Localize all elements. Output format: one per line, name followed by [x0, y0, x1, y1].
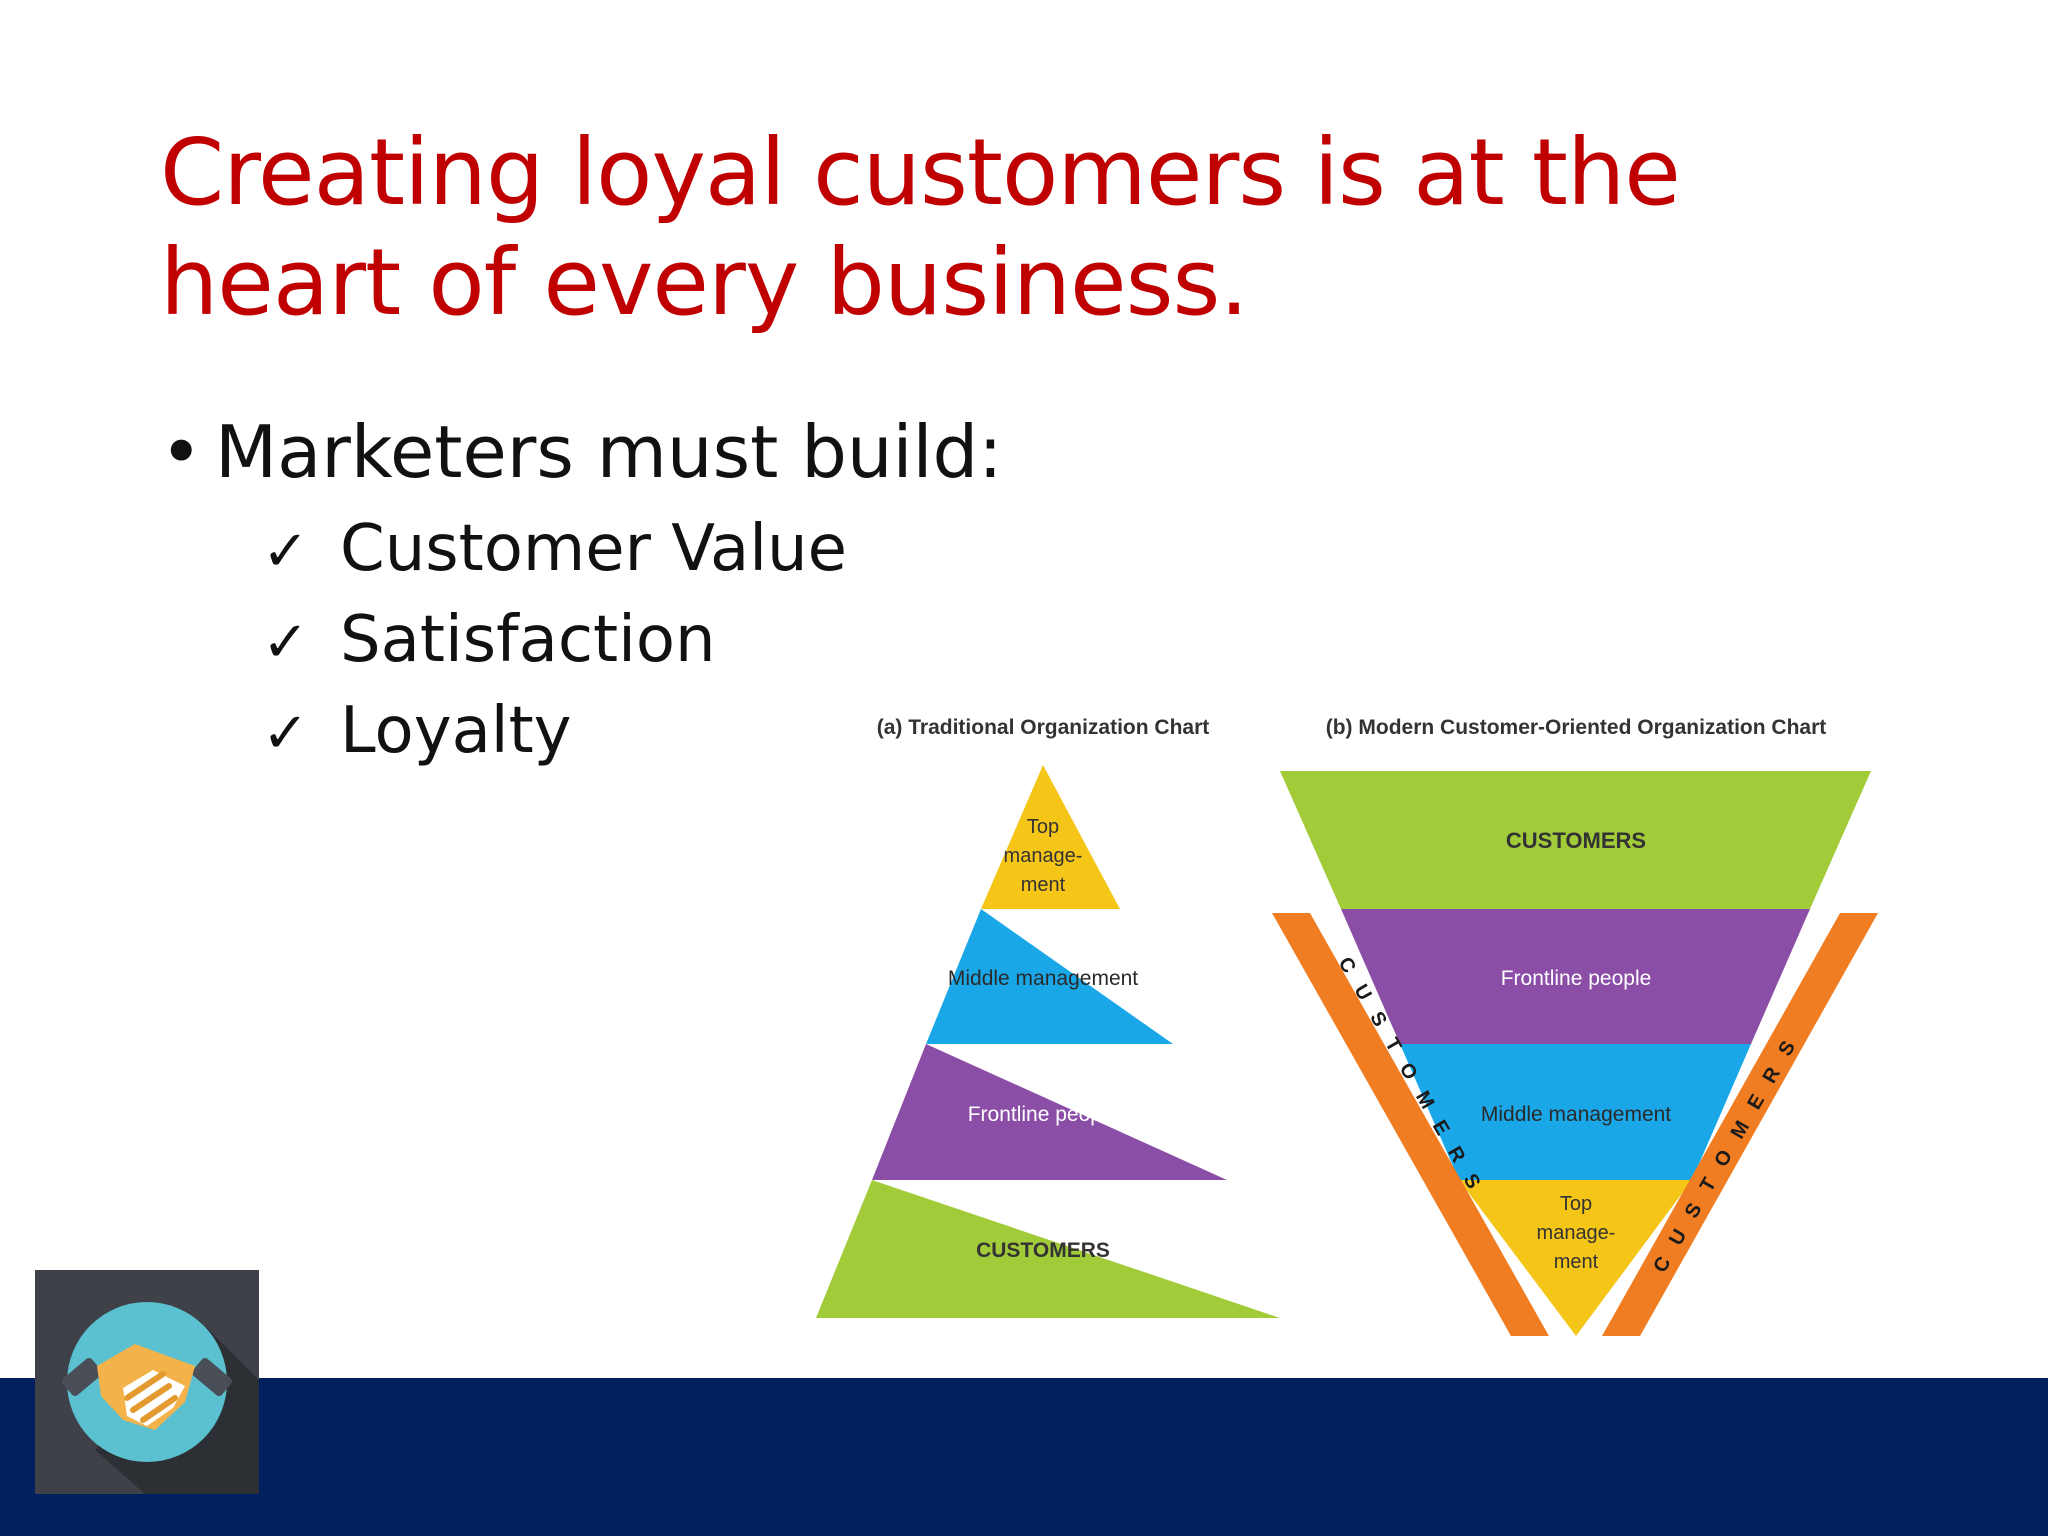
check-list: ✓ Customer Value ✓ Satisfaction ✓ Loyalty — [262, 505, 847, 778]
modern-layer-top-management — [1459, 1180, 1692, 1336]
modern-top-label-3: ment — [1554, 1251, 1599, 1273]
modern-layer-middle-management — [1400, 1044, 1751, 1180]
modern-middle-label: Middle management — [1481, 1103, 1671, 1126]
check-item-label: Satisfaction — [340, 603, 716, 677]
check-item-label: Loyalty — [340, 694, 572, 768]
traditional-layer-frontline-people — [872, 1044, 1227, 1180]
traditional-top-label-2: manage- — [1004, 845, 1083, 867]
logo-tile — [35, 1270, 259, 1494]
traditional-top-label-3: ment — [1021, 874, 1066, 896]
traditional-layer-middle-management — [926, 909, 1173, 1044]
modern-layer-customers — [1280, 771, 1871, 909]
check-item: ✓ Loyalty — [262, 687, 847, 778]
bullet-item: •Marketers must build: — [160, 410, 1003, 494]
modern-side-band-left — [1272, 913, 1549, 1336]
slide-title: Creating loyal customers is at the heart… — [160, 118, 1940, 338]
traditional-customers-label: CUSTOMERS — [976, 1239, 1110, 1262]
checkmark-icon: ✓ — [262, 519, 309, 584]
title-line-1: Creating loyal customers is at the — [160, 119, 1681, 226]
handshake-icon — [62, 1302, 259, 1494]
checkmark-icon: ✓ — [262, 610, 309, 675]
traditional-chart-heading: (a) Traditional Organization Chart — [877, 716, 1210, 739]
organization-charts-svg: (a) Traditional Organization Chart (b) M… — [816, 716, 1878, 1336]
modern-layer-frontline-people — [1341, 909, 1810, 1044]
traditional-middle-label: Middle management — [948, 967, 1138, 990]
checkmark-icon: ✓ — [262, 701, 309, 766]
modern-customers-label: CUSTOMERS — [1506, 828, 1646, 853]
modern-chart-heading: (b) Modern Customer-Oriented Organizatio… — [1326, 716, 1827, 739]
modern-side-band-right — [1602, 913, 1878, 1336]
organization-charts-diagram: (a) Traditional Organization Chart (b) M… — [720, 700, 1900, 1350]
check-item: ✓ Satisfaction — [262, 596, 847, 687]
traditional-layer-customers — [816, 1180, 1280, 1318]
modern-inverted-pyramid: CUSTOMERS Frontline people Middle manage… — [1272, 771, 1878, 1336]
traditional-pyramid: Top manage- ment Middle management Front… — [816, 765, 1280, 1318]
modern-top-label-2: manage- — [1537, 1222, 1616, 1244]
modern-frontline-label: Frontline people — [1501, 967, 1652, 990]
traditional-layer-top-management — [981, 765, 1120, 909]
traditional-frontline-label: Frontline people — [968, 1103, 1119, 1126]
title-line-2: heart of every business. — [160, 229, 1249, 336]
bullet-text: Marketers must build: — [215, 410, 1003, 494]
traditional-top-label-1: Top — [1027, 816, 1059, 838]
footer-bar — [0, 1378, 2048, 1536]
check-item: ✓ Customer Value — [262, 505, 847, 596]
check-item-label: Customer Value — [340, 512, 847, 586]
bullet-dot: • — [160, 410, 203, 494]
modern-top-label-1: Top — [1560, 1193, 1592, 1215]
